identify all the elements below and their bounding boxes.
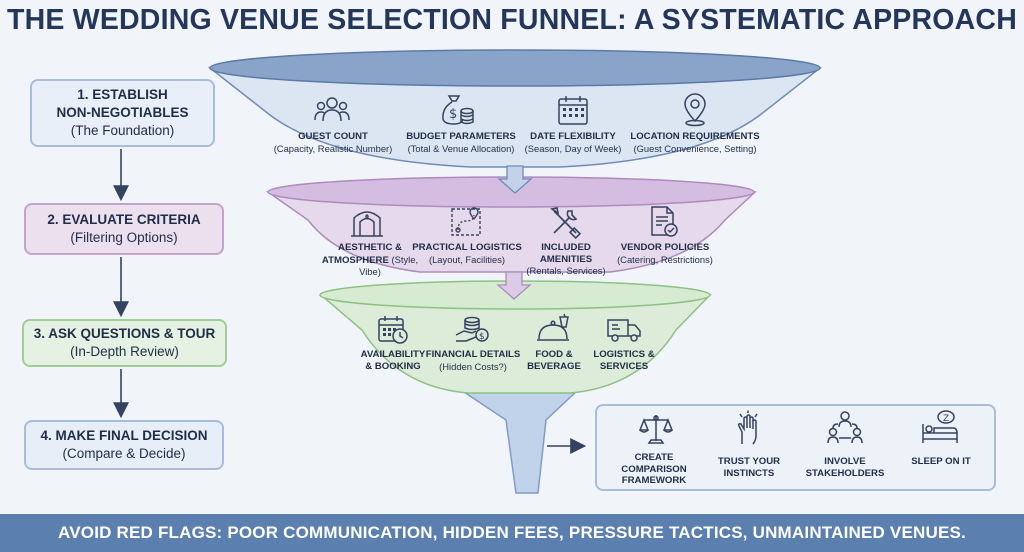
stakeholders-title-a: INVOLVE	[824, 456, 866, 467]
truck-icon	[607, 319, 641, 342]
hand-icon	[738, 410, 758, 445]
tier1-item-guest-count: GUEST COUNT (Capacity, Realistic Number)	[268, 131, 398, 154]
funnel-spout	[455, 387, 582, 494]
aesthetic-sub-a: (Style,	[388, 253, 419, 265]
location-sub: (Guest Convenience, Setting)	[633, 142, 757, 154]
step-2-box: 2. EVALUATE CRITERIA (Filtering Options)	[24, 203, 224, 255]
footer-banner: AVOID RED FLAGS: POOR COMMUNICATION, HID…	[0, 514, 1024, 552]
instincts-title-b: INSTINCTS	[723, 467, 775, 479]
tier3-item-logistics: LOGISTICS & SERVICES	[582, 349, 666, 372]
step-3-box: 3. ASK QUESTIONS & TOUR (In-Depth Review…	[22, 319, 227, 367]
availability-title-b: & BOOKING	[365, 360, 421, 372]
calendar-clock-icon	[378, 316, 408, 344]
aesthetic-sub-b: Vibe)	[359, 266, 381, 277]
final-decision-box	[595, 404, 996, 491]
people-group-icon	[314, 97, 350, 122]
step-4-box: 4. MAKE FINAL DECISION (Compare & Decide…	[24, 420, 224, 470]
calendar-icon	[558, 96, 588, 125]
vendor-policies-sub: (Catering, Restrictions)	[617, 253, 713, 265]
coins-icon: $	[455, 316, 489, 342]
step-1-title-line2: NON-NEGOTIABLES	[56, 105, 189, 120]
location-pin-icon	[684, 93, 706, 127]
tier2-item-included-amenities: INCLUDED AMENITIES (Rentals, Services)	[514, 242, 618, 277]
guest-count-title: GUEST COUNT	[298, 131, 368, 142]
funnel-tier-2	[265, 191, 757, 273]
food-title-a: FOOD &	[535, 349, 573, 360]
step-4-subtitle: (Compare & Decide)	[62, 446, 186, 461]
date-flexibility-sub: (Season, Day of Week)	[524, 142, 622, 154]
amenities-title: INCLUDED AMENITIES	[539, 242, 593, 265]
logistics-title-b: SERVICES	[599, 360, 649, 372]
tools-icon	[549, 207, 582, 239]
final-item-instincts: TRUST YOUR INSTINCTS	[705, 456, 793, 479]
budget-sub: (Total & Venue Allocation)	[407, 142, 515, 154]
tier3-item-food: FOOD & BEVERAGE	[514, 349, 594, 372]
guest-count-sub: (Capacity, Realistic Number)	[273, 142, 393, 154]
tier2-item-practical-logistics: PRACTICAL LOGISTICS (Layout, Facilities)	[411, 242, 523, 265]
comparison-title-c: FRAMEWORK	[621, 475, 687, 486]
financial-title: FINANCIAL DETAILS	[425, 349, 521, 360]
step-2-subtitle: (Filtering Options)	[70, 230, 178, 245]
comparison-title-b: COMPARISON	[621, 463, 687, 475]
sleep-title: SLEEP ON IT	[911, 456, 971, 467]
food-cloche-icon	[537, 313, 569, 341]
funnel-tier-1-rim	[209, 49, 821, 87]
aesthetic-title-b: ATMOSPHERE	[321, 254, 389, 266]
stakeholders-title-b: STAKEHOLDERS	[805, 467, 885, 479]
food-title-b: BEVERAGE	[527, 360, 581, 372]
aesthetic-title-a: AESTHETIC &	[338, 242, 402, 253]
svg-text:Z: Z	[943, 414, 949, 424]
page-title: THE WEDDING VENUE SELECTION FUNNEL: A SY…	[7, 4, 1017, 36]
document-check-icon	[651, 206, 678, 237]
budget-title: BUDGET PARAMETERS	[406, 131, 516, 142]
step-2-title: 2. EVALUATE CRITERIA	[47, 212, 201, 227]
tier-arrow-2	[496, 271, 532, 300]
scales-icon	[638, 415, 674, 444]
instincts-title-a: TRUST YOUR	[717, 456, 781, 467]
practical-logistics-title: PRACTICAL LOGISTICS	[412, 242, 522, 253]
final-item-stakeholders: INVOLVE STAKEHOLDERS	[795, 456, 895, 479]
step-1-title-line1: 1. ESTABLISH	[77, 87, 168, 102]
route-map-icon	[451, 207, 481, 236]
venue-arch-icon	[351, 211, 383, 237]
final-item-comparison: CREATE COMPARISON FRAMEWORK	[604, 452, 704, 487]
money-bag-icon: $	[442, 95, 474, 125]
svg-text:$: $	[449, 107, 457, 122]
comparison-title-a: CREATE	[634, 452, 674, 463]
tier1-item-budget: BUDGET PARAMETERS (Total & Venue Allocat…	[397, 131, 525, 154]
step-1-subtitle: (The Foundation)	[70, 123, 175, 138]
tier-arrow-1	[497, 165, 533, 194]
tier3-item-availability: AVAILABILITY & BOOKING	[351, 349, 435, 372]
tier1-item-date-flexibility: DATE FLEXIBILITY (Season, Day of Week)	[520, 131, 626, 154]
funnel-tier-1	[207, 67, 823, 168]
step-3-title: 3. ASK QUESTIONS & TOUR	[33, 326, 216, 341]
availability-title-a: AVAILABILITY	[360, 349, 426, 360]
amenities-sub: (Rentals, Services)	[526, 265, 606, 276]
step-4-title: 4. MAKE FINAL DECISION	[40, 428, 208, 443]
step-1-box: 1. ESTABLISH NON-NEGOTIABLES (The Founda…	[30, 79, 215, 147]
practical-logistics-sub: (Layout, Facilities)	[428, 253, 506, 265]
tier2-item-aesthetic: AESTHETIC & ATMOSPHERE (Style, Vibe)	[320, 242, 420, 278]
tier1-item-location: LOCATION REQUIREMENTS (Guest Convenience…	[627, 131, 763, 154]
vendor-policies-title: VENDOR POLICIES	[620, 242, 710, 253]
svg-text:$: $	[479, 332, 485, 342]
location-title: LOCATION REQUIREMENTS	[630, 131, 760, 142]
date-flexibility-title: DATE FLEXIBILITY	[530, 131, 616, 142]
financial-sub: (Hidden Costs?)	[439, 360, 507, 372]
logistics-title-a: LOGISTICS &	[593, 349, 655, 360]
step-3-subtitle: (In-Depth Review)	[70, 344, 179, 359]
tier2-item-vendor-policies: VENDOR POLICIES (Catering, Restrictions)	[610, 242, 720, 265]
stakeholders-icon	[827, 411, 863, 444]
final-item-sleep: SLEEP ON IT	[896, 456, 986, 468]
tier3-item-financial: FINANCIAL DETAILS (Hidden Costs?)	[420, 349, 526, 372]
sleep-bed-icon: Z	[922, 410, 958, 443]
